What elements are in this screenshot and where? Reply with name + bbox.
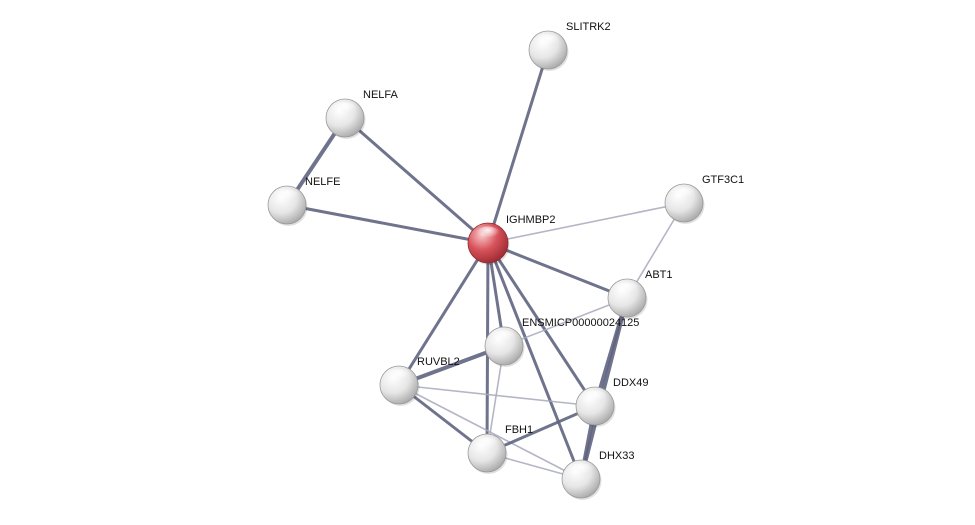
node-slitrk2[interactable]: SLITRK2: [528, 21, 611, 71]
node-label: ABT1: [645, 269, 673, 281]
edge-fbh1-ddx49[interactable]: [485, 404, 597, 455]
edge-ruvbl2-ddx49[interactable]: [398, 384, 596, 407]
node-highlight: [492, 330, 516, 345]
node-fbh1[interactable]: FBH1: [467, 424, 533, 474]
node-label: RUVBL2: [417, 356, 460, 368]
edge-ighmbp2-dhx33[interactable]: [486, 241, 583, 481]
node-highlight: [536, 34, 560, 49]
edge-ighmbp2-ddx49[interactable]: [486, 241, 597, 408]
node-highlight: [569, 463, 593, 478]
edge-ighmbp2-nelfe[interactable]: [285, 203, 490, 245]
edge-ruvbl2-dhx33[interactable]: [398, 384, 582, 480]
node-highlight: [333, 102, 357, 117]
node-nelfa[interactable]: NELFA: [325, 89, 399, 139]
edge-ighmbp2-nelfa[interactable]: [343, 116, 490, 245]
node-ruvbl2[interactable]: RUVBL2: [379, 356, 460, 406]
node-nelfe[interactable]: NELFE: [267, 176, 340, 226]
node-label: NELFA: [363, 89, 399, 101]
node-abt1[interactable]: ABT1: [607, 269, 673, 319]
node-highlight: [275, 189, 299, 204]
edge-ighmbp2-slitrk2[interactable]: [486, 48, 550, 245]
node-highlight: [615, 282, 639, 297]
node-highlight: [583, 390, 607, 405]
node-ighmbp2[interactable]: IGHMBP2: [467, 214, 556, 265]
node-gtf3c1[interactable]: GTF3C1: [664, 174, 744, 224]
node-highlight: [475, 437, 499, 452]
edge-ighmbp2-gtf3c1[interactable]: [487, 202, 685, 244]
edge-abt1-ensmicp00000024125[interactable]: [503, 297, 628, 347]
node-label: FBH1: [505, 424, 533, 436]
edge-ighmbp2-ruvbl2[interactable]: [397, 241, 490, 387]
node-label: IGHMBP2: [506, 214, 556, 226]
node-highlight: [672, 187, 696, 202]
node-ddx49[interactable]: DDX49: [575, 377, 648, 427]
node-highlight: [475, 226, 501, 242]
node-ensmicp00000024125[interactable]: ENSMICP00000024125: [484, 317, 639, 367]
node-label: SLITRK2: [566, 21, 611, 33]
node-label: NELFE: [305, 176, 340, 188]
node-label: DDX49: [613, 377, 648, 389]
node-label: DHX33: [599, 450, 634, 462]
node-dhx33[interactable]: DHX33: [561, 450, 634, 500]
edge-ighmbp2-abt1[interactable]: [486, 241, 629, 300]
node-highlight: [387, 369, 411, 384]
node-label: ENSMICP00000024125: [522, 317, 639, 329]
node-label: GTF3C1: [702, 174, 744, 186]
